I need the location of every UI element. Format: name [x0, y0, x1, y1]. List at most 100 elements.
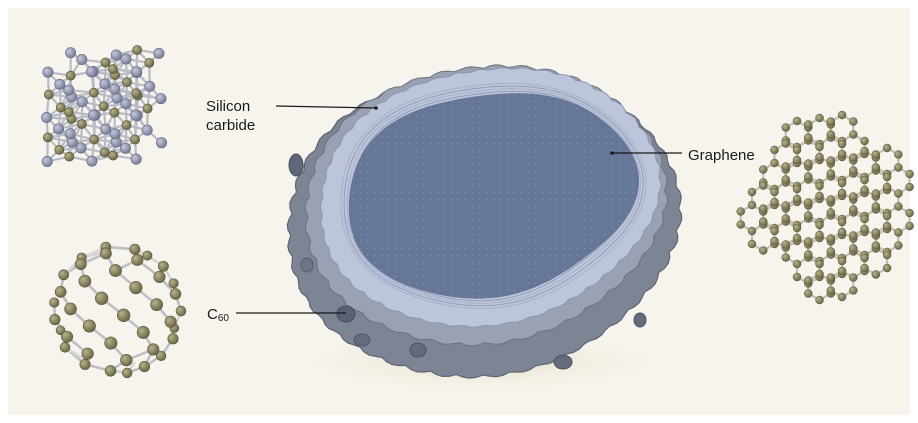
- carbon-atom: [804, 277, 812, 285]
- carbon-atom: [861, 137, 869, 145]
- carbon-atom: [849, 193, 857, 201]
- carbon-atom: [782, 140, 790, 148]
- carbon-atom: [906, 183, 914, 191]
- carbon-atom: [122, 78, 131, 87]
- silicon-atom: [53, 124, 63, 134]
- carbon-atom: [100, 148, 109, 157]
- carbon-atom: [782, 241, 790, 249]
- carbon-atom: [838, 150, 846, 158]
- carbon-atom: [861, 264, 869, 272]
- carbon-atom: [80, 359, 90, 369]
- carbon-atom: [143, 104, 152, 113]
- carbon-atom: [883, 183, 891, 191]
- carbon-atom: [827, 209, 835, 217]
- silicon-carbide-label-line2: carbide: [206, 116, 276, 135]
- carbon-atom: [50, 314, 61, 325]
- carbon-atom: [154, 271, 166, 283]
- silicon-atom: [77, 97, 87, 107]
- carbon-atom: [849, 245, 857, 253]
- carbon-atom: [804, 199, 812, 207]
- carbon-atom: [838, 218, 846, 226]
- embedded-c60-bump: [301, 258, 313, 272]
- carbon-atom: [883, 144, 891, 152]
- carbon-atom: [816, 143, 824, 151]
- carbon-atom: [771, 227, 779, 235]
- carbon-atom: [816, 260, 824, 268]
- silicon-atom: [111, 50, 121, 60]
- carbon-atom: [816, 231, 824, 239]
- carbon-atom: [849, 232, 857, 240]
- embedded-c60-bump: [289, 154, 303, 176]
- carbon-atom: [782, 176, 790, 184]
- carbon-atom: [793, 146, 801, 154]
- carbon-atom: [117, 309, 130, 322]
- carbon-atom: [748, 188, 756, 196]
- carbon-atom: [827, 274, 835, 282]
- carbon-atom: [130, 244, 140, 254]
- carbon-atom: [793, 260, 801, 268]
- carbon-atom: [827, 170, 835, 178]
- carbon-atom: [782, 215, 790, 223]
- silicon-atom: [65, 129, 75, 139]
- graphene-leader-dot: [610, 151, 614, 155]
- silicon-atom: [131, 67, 141, 77]
- carbon-atom: [748, 227, 756, 235]
- silicon-atom: [156, 138, 166, 148]
- carbon-atom: [89, 88, 98, 97]
- carbon-atom: [883, 212, 891, 220]
- carbon-atom: [906, 209, 914, 217]
- carbon-atom: [759, 218, 767, 226]
- silicon-atom: [145, 81, 155, 91]
- silicon-atom: [86, 67, 96, 77]
- silicon-atom: [112, 93, 122, 103]
- carbon-atom: [759, 166, 767, 174]
- c60-label-base: C: [207, 306, 218, 323]
- carbon-atom: [132, 254, 143, 265]
- carbon-atom: [816, 270, 824, 278]
- carbon-atom: [906, 170, 914, 178]
- carbon-atom: [151, 299, 163, 311]
- carbon-atom: [109, 151, 118, 160]
- carbon-atom: [872, 164, 880, 172]
- carbon-atom: [883, 173, 891, 181]
- carbon-atom: [816, 296, 824, 304]
- carbon-atom: [793, 195, 801, 203]
- silicon-atom: [121, 99, 131, 109]
- carbon-atom: [894, 151, 902, 159]
- carbon-atom: [83, 320, 95, 332]
- carbon-atom: [771, 159, 779, 167]
- carbon-atom: [82, 348, 94, 360]
- carbon-atom: [872, 151, 880, 159]
- carbon-atom: [108, 65, 117, 74]
- carbon-atom: [861, 186, 869, 194]
- carbon-atom: [130, 135, 139, 144]
- silicon-atom: [142, 125, 152, 135]
- carbon-atom: [139, 361, 150, 372]
- carbon-atom: [804, 251, 812, 259]
- carbon-atom: [66, 71, 75, 80]
- carbon-atom: [105, 337, 117, 349]
- carbon-atom: [872, 190, 880, 198]
- carbon-atom: [838, 179, 846, 187]
- silicon-atom: [43, 67, 53, 77]
- carbon-atom: [759, 247, 767, 255]
- carbon-atom: [44, 90, 53, 99]
- carbon-atom: [827, 131, 835, 139]
- silicon-atom: [130, 110, 140, 120]
- carbon-atom: [816, 153, 824, 161]
- carbon-atom: [105, 365, 116, 376]
- carbon-atom: [838, 267, 846, 275]
- carbon-atom: [872, 242, 880, 250]
- carbon-atom: [827, 118, 835, 126]
- carbon-atom: [793, 156, 801, 164]
- carbon-atom: [838, 228, 846, 236]
- carbon-atom: [55, 145, 64, 154]
- carbon-atom: [849, 287, 857, 295]
- carbon-atom: [849, 154, 857, 162]
- carbon-atom: [782, 124, 790, 132]
- carbon-atom: [137, 326, 149, 338]
- carbon-atom: [109, 264, 121, 276]
- carbon-atom: [861, 254, 869, 262]
- carbon-atom: [782, 202, 790, 210]
